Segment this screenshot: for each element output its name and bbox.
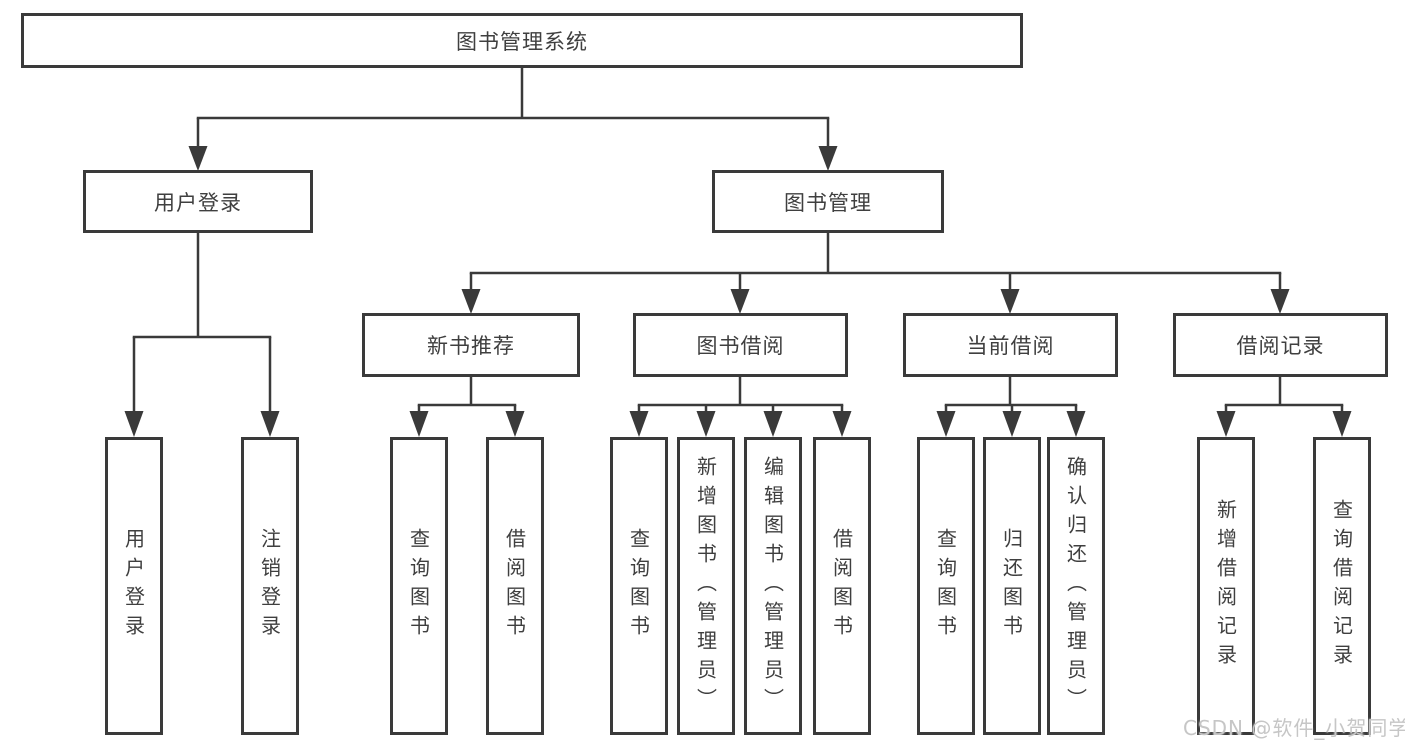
leaf-edit-books-admin: 编辑图书（管理员）: [744, 437, 802, 735]
leaf-confirm-return-admin: 确认归还（管理员）: [1047, 437, 1105, 735]
leaf-query-borrow-record-label: 查询借阅记录: [1329, 499, 1354, 673]
node-user-login: 用户登录: [83, 170, 313, 233]
node-borrow-record-label: 借阅记录: [1236, 334, 1325, 358]
node-book-mgmt: 图书管理: [712, 170, 944, 233]
node-new-book-recommend-label: 新书推荐: [427, 334, 515, 358]
leaf-return-books-label: 归还图书: [999, 528, 1024, 644]
leaf-borrow-books-label: 借阅图书: [829, 528, 854, 644]
node-new-book-recommend: 新书推荐: [362, 313, 580, 377]
leaf-query-books-current-label: 查询图书: [933, 528, 958, 644]
leaf-borrow-books-recommend: 借阅图书: [486, 437, 544, 735]
leaf-edit-books-admin-label: 编辑图书（管理员）: [760, 455, 785, 717]
leaf-add-borrow-record-label: 新增借阅记录: [1213, 499, 1238, 673]
node-current-borrow-label: 当前借阅: [966, 334, 1055, 358]
leaf-borrow-books-recommend-label: 借阅图书: [502, 528, 527, 644]
connector-borrow-record-branch: [1216, 377, 1352, 437]
node-book-mgmt-label: 图书管理: [784, 190, 872, 215]
leaf-logout: 注销登录: [241, 437, 299, 735]
connector-root-to-level2: [188, 68, 838, 171]
leaf-add-books-admin: 新增图书（管理员）: [677, 437, 735, 735]
leaf-query-books-borrow: 查询图书: [610, 437, 668, 735]
leaf-confirm-return-admin-label: 确认归还（管理员）: [1063, 455, 1088, 717]
leaf-query-books-borrow-label: 查询图书: [626, 528, 651, 644]
node-borrow-record: 借阅记录: [1173, 313, 1388, 377]
connector-book-mgmt-to-level3: [461, 233, 1290, 314]
node-book-borrow: 图书借阅: [633, 313, 848, 377]
csdn-watermark: CSDN @软件_小贺同学: [1183, 716, 1405, 740]
node-root: 图书管理系统: [21, 13, 1023, 68]
node-user-login-label: 用户登录: [154, 190, 242, 215]
leaf-user-login: 用户登录: [105, 437, 163, 735]
leaf-query-books-current: 查询图书: [917, 437, 975, 735]
leaf-add-borrow-record: 新增借阅记录: [1197, 437, 1255, 735]
node-book-borrow-label: 图书借阅: [696, 334, 785, 358]
node-current-borrow: 当前借阅: [903, 313, 1118, 377]
connector-current-borrow-branch: [936, 377, 1086, 437]
node-root-label: 图书管理系统: [456, 29, 588, 54]
leaf-return-books: 归还图书: [983, 437, 1041, 735]
leaf-query-books-recommend: 查询图书: [390, 437, 448, 735]
leaf-borrow-books: 借阅图书: [813, 437, 871, 735]
connector-new-book-branch: [409, 377, 525, 437]
leaf-add-books-admin-label: 新增图书（管理员）: [693, 455, 718, 717]
connector-book-borrow-branch: [629, 377, 852, 437]
leaf-logout-label: 注销登录: [257, 528, 282, 644]
leaf-query-books-recommend-label: 查询图书: [406, 528, 431, 644]
connector-user-login-branch: [124, 233, 280, 437]
leaf-user-login-label: 用户登录: [121, 528, 146, 644]
leaf-query-borrow-record: 查询借阅记录: [1313, 437, 1371, 735]
